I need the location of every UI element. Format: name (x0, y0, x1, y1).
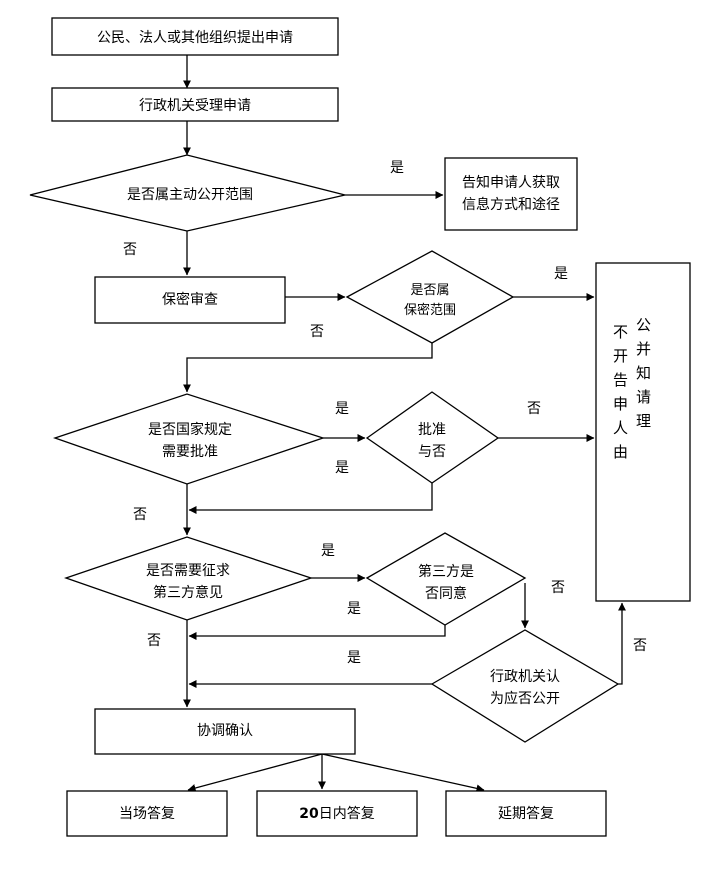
node-national-line2: 需要批准 (162, 444, 218, 460)
label-yes-thirdparty: 是 (321, 543, 335, 559)
no-disclose-col1-1: 开 (613, 347, 628, 365)
node-agree-line2: 否同意 (425, 585, 467, 602)
no-disclose-col2-0: 公 (636, 316, 651, 334)
arrow-approved-back (188, 483, 433, 514)
node-approved-line1: 批准 (418, 422, 446, 438)
node-agree-line1: 第三方是 (418, 563, 474, 580)
node-coordinate: 协调确认 (94, 708, 356, 755)
node-agency-line2: 为应否公开 (490, 690, 560, 707)
node-public-scope-label: 是否属主动公开范围 (127, 186, 253, 203)
node-third-party-agree-question: 第三方是 否同意 (365, 532, 527, 626)
label-no-thirdparty: 否 (147, 633, 161, 649)
node-secrecy-review-label: 保密审查 (162, 291, 218, 308)
node-reply-now-label: 当场答复 (119, 805, 175, 822)
label-yes-secret: 是 (554, 266, 568, 282)
node-reply-later-label: 延期答复 (498, 805, 554, 822)
no-disclose-col1-2: 告 (613, 371, 628, 389)
arrow-secret-to-national (183, 343, 433, 393)
no-disclose-col2-3: 请 (636, 388, 651, 406)
node-secret-scope-question: 是否属 保密范围 (345, 250, 515, 344)
label-no-secret: 否 (310, 324, 324, 340)
no-disclose-col2-4: 理 (636, 412, 651, 430)
node-agency-line1: 行政机关认 (490, 669, 560, 685)
node-inform-line2: 信息方式和途径 (462, 196, 560, 213)
node-no-disclose: 不 开 告 申 人 由 公 并 知 请 理 (595, 262, 691, 602)
label-no-review: 否 (123, 242, 137, 258)
label-no-approved: 否 (527, 401, 541, 417)
node-reply-20-text: 日内答复 (319, 805, 375, 822)
arrow-agree-back (188, 625, 446, 640)
node-apply-label: 公民、法人或其他组织提出申请 (97, 30, 293, 46)
node-reply-later: 延期答复 (445, 790, 607, 837)
node-secret-line2: 保密范围 (404, 302, 456, 318)
label-no-agency: 否 (633, 638, 647, 654)
label-yes-agency: 是 (347, 650, 361, 666)
node-secrecy-review: 保密审查 (94, 276, 286, 324)
node-accept-label: 行政机关受理申请 (139, 98, 251, 114)
node-agency-public-question: 行政机关认 为应否公开 (430, 629, 620, 743)
no-disclose-col2-2: 知 (636, 364, 651, 382)
node-national-approval-question: 是否国家规定 需要批准 (52, 393, 326, 485)
arrow-agency-to-nodisclose (618, 602, 626, 685)
connectors (183, 55, 626, 793)
no-disclose-col2-1: 并 (636, 340, 651, 358)
node-secret-line1: 是否属 (410, 283, 449, 298)
label-no-agree: 否 (551, 580, 565, 596)
node-apply: 公民、法人或其他组织提出申请 (51, 17, 339, 56)
node-third-party-question: 是否需要征求 第三方意见 (63, 536, 314, 621)
label-yes-approved-back: 是 (335, 460, 349, 476)
node-approved-question: 批准 与否 (365, 391, 500, 484)
arrow-coordinate-to-now (187, 753, 323, 792)
no-disclose-col1-4: 人 (613, 419, 628, 437)
label-yes-inform: 是 (390, 160, 404, 176)
node-inform-access: 告知申请人获取 信息方式和途径 (444, 157, 578, 231)
node-thirdparty-line1: 是否需要征求 (146, 563, 230, 579)
node-accept: 行政机关受理申请 (51, 87, 339, 122)
no-disclose-col1-3: 申 (613, 395, 628, 413)
arrow-coordinate-to-later (321, 753, 485, 793)
node-reply-20-days: 20日内答复 (256, 790, 418, 837)
label-yes-agree-back: 是 (347, 601, 361, 617)
node-reply-now: 当场答复 (66, 790, 228, 837)
node-national-line1: 是否国家规定 (148, 421, 232, 438)
label-no-national: 否 (133, 507, 147, 523)
node-reply-20-label: 20日内答复 (299, 805, 374, 822)
node-thirdparty-line2: 第三方意见 (153, 584, 223, 601)
node-inform-line1: 告知申请人获取 (462, 174, 560, 191)
no-disclose-col1-5: 由 (613, 443, 628, 461)
node-public-scope-question: 是否属主动公开范围 (29, 154, 346, 232)
no-disclose-col1-0: 不 (613, 323, 628, 341)
branch-labels: 是 否 否 是 是 否 是 否 是 否 是 否 是 否 (123, 160, 647, 666)
node-coordinate-label: 协调确认 (197, 723, 253, 739)
node-reply-20-number: 20 (299, 806, 319, 822)
label-yes-national: 是 (335, 401, 349, 417)
node-approved-line2: 与否 (418, 444, 446, 460)
